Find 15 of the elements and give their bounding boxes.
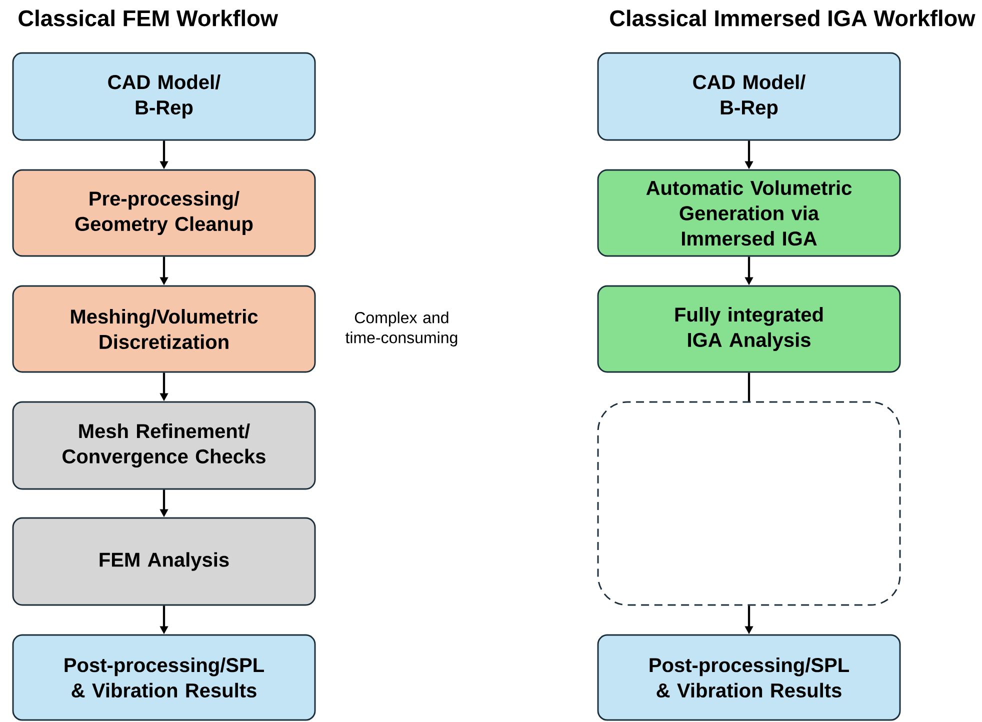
process-box: CAD Model/ B-Rep xyxy=(12,52,316,141)
title: Classical FEM Workflow xyxy=(18,10,278,26)
placeholder-box xyxy=(597,401,901,606)
title: Classical Immersed IGA Workflow xyxy=(610,10,976,26)
process-box: Meshing/Volumetric Discretization xyxy=(12,285,316,373)
process-box: Pre-processing/ Geometry Cleanup xyxy=(12,169,316,257)
process-box: Post-processing/SPL & Vibration Results xyxy=(12,634,316,721)
process-box: CAD Model/ B-Rep xyxy=(597,52,901,141)
process-box: Post-processing/SPL & Vibration Results xyxy=(597,634,901,721)
connector-line xyxy=(748,372,750,402)
process-box: FEM Analysis xyxy=(12,517,316,606)
process-box: Automatic Volumetric Generation via Immersed IGA xyxy=(597,169,901,257)
process-box: Fully integrated IGA Analysis xyxy=(597,285,901,373)
process-box: Mesh Refinement/ Convergence Checks xyxy=(12,401,316,490)
note: Complex and time-consuming xyxy=(346,312,458,346)
